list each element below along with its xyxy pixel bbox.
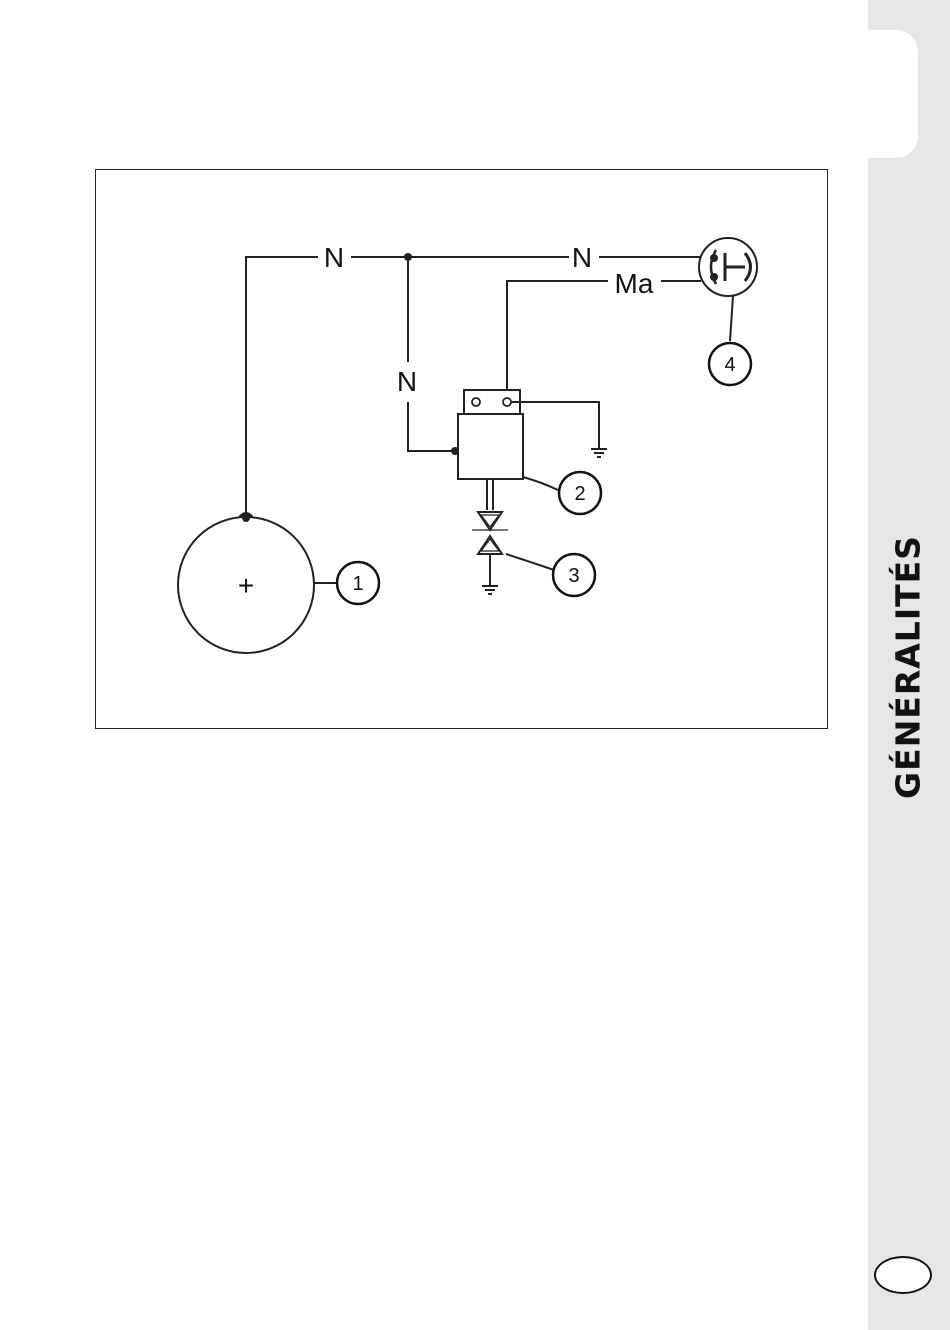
- section-title: GÉNÉRALITÉS: [889, 535, 928, 799]
- wire-label-n-vertical: N: [397, 366, 417, 397]
- wiring-diagram-svg: N N N Ma 4 2: [96, 170, 829, 730]
- callout-3-label: 3: [568, 565, 579, 587]
- callout-1-label: 1: [352, 573, 363, 595]
- battery-plus-sign: +: [238, 570, 254, 601]
- wire-relay-ground: [511, 402, 599, 448]
- wiring-diagram: N N N Ma 4 2: [95, 169, 828, 729]
- ground-icon: [591, 449, 607, 457]
- page-number-oval: [874, 1256, 932, 1294]
- relay-icon: [458, 390, 523, 479]
- wire-label-n-right: N: [572, 242, 592, 273]
- wire-label-ma: Ma: [615, 268, 654, 299]
- horn-icon: [699, 238, 757, 296]
- sidebar-tab: [868, 30, 918, 158]
- callout-2-leader: [523, 477, 558, 490]
- callout-3-leader: [506, 554, 554, 570]
- callout-4-leader: [730, 296, 733, 341]
- sensor-icon: [472, 479, 508, 585]
- wire-label-n-left: N: [324, 242, 344, 273]
- callout-4-label: 4: [724, 354, 735, 376]
- ground-icon-sensor: [482, 586, 498, 594]
- wire-n-vertical: [408, 257, 458, 451]
- wire-ma: [507, 281, 701, 390]
- callout-2-label: 2: [574, 483, 585, 505]
